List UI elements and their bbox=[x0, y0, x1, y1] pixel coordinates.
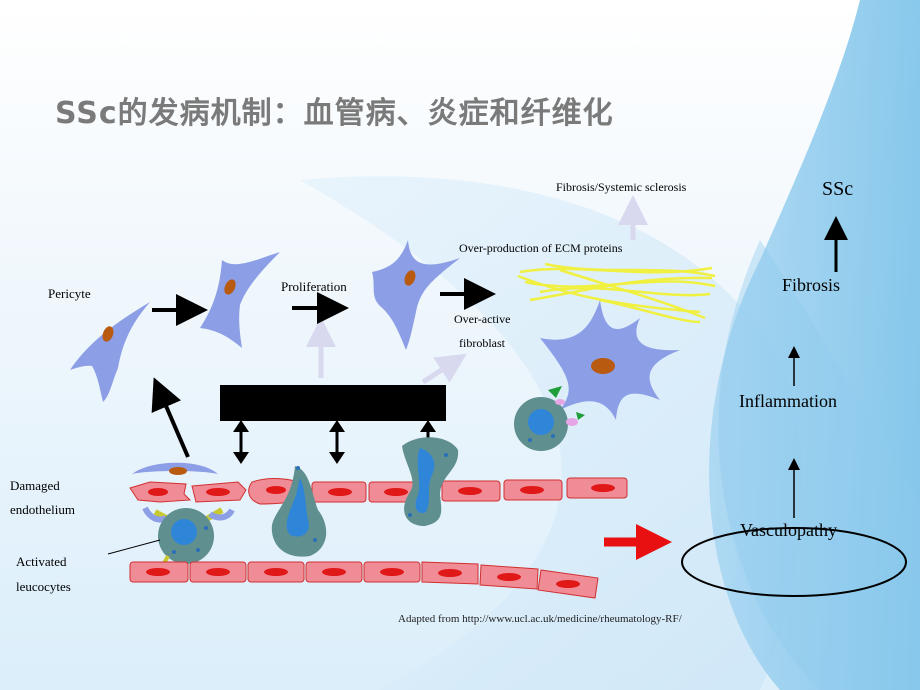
slide-title: SSc的发病机制：血管病、炎症和纤维化 bbox=[55, 96, 614, 131]
label-overactive-1: Over-active bbox=[454, 312, 511, 326]
label-fibrosis-systemic: Fibrosis/Systemic sclerosis bbox=[556, 180, 687, 194]
label-ssc: SSc bbox=[822, 178, 854, 200]
label-inflammation: Inflammation bbox=[739, 391, 837, 411]
double-arrow bbox=[233, 420, 249, 464]
leucocyte bbox=[514, 386, 585, 451]
pericyte-cell bbox=[70, 302, 150, 402]
label-ecm: Over-production of ECM proteins bbox=[459, 241, 623, 255]
label-overactive-2: fibroblast bbox=[459, 336, 505, 350]
arrow-endothelium-to-pericyte bbox=[151, 377, 190, 458]
damaged-endothelium-vessel bbox=[129, 462, 628, 505]
overactive-fibroblast bbox=[540, 300, 680, 420]
double-arrow bbox=[329, 420, 345, 464]
label-activated-1: Activated bbox=[16, 554, 67, 569]
proliferating-fibroblast bbox=[372, 240, 460, 350]
label-activated-2: leucocytes bbox=[16, 579, 71, 594]
label-damaged-1: Damaged bbox=[10, 478, 60, 493]
label-vasculopathy: Vasculopathy bbox=[740, 520, 837, 540]
label-pericyte: Pericyte bbox=[48, 286, 91, 301]
vasculopathy-ellipse bbox=[681, 527, 907, 597]
pericyte-cell-transitioning bbox=[200, 252, 280, 348]
transmigrating-leucocyte bbox=[402, 437, 459, 526]
label-damaged-2: endothelium bbox=[10, 502, 75, 517]
mediator-block bbox=[220, 385, 446, 421]
label-fibrosis: Fibrosis bbox=[782, 275, 841, 295]
source-credit: Adapted from http://www.ucl.ac.uk/medici… bbox=[398, 613, 682, 625]
lower-vessel bbox=[129, 561, 599, 599]
signal-arrow-fibroblast bbox=[421, 353, 467, 385]
transmigrating-leucocyte bbox=[271, 466, 327, 557]
label-proliferation: Proliferation bbox=[281, 279, 347, 294]
ecm-fibers bbox=[517, 262, 716, 324]
pointer-line bbox=[107, 539, 161, 555]
